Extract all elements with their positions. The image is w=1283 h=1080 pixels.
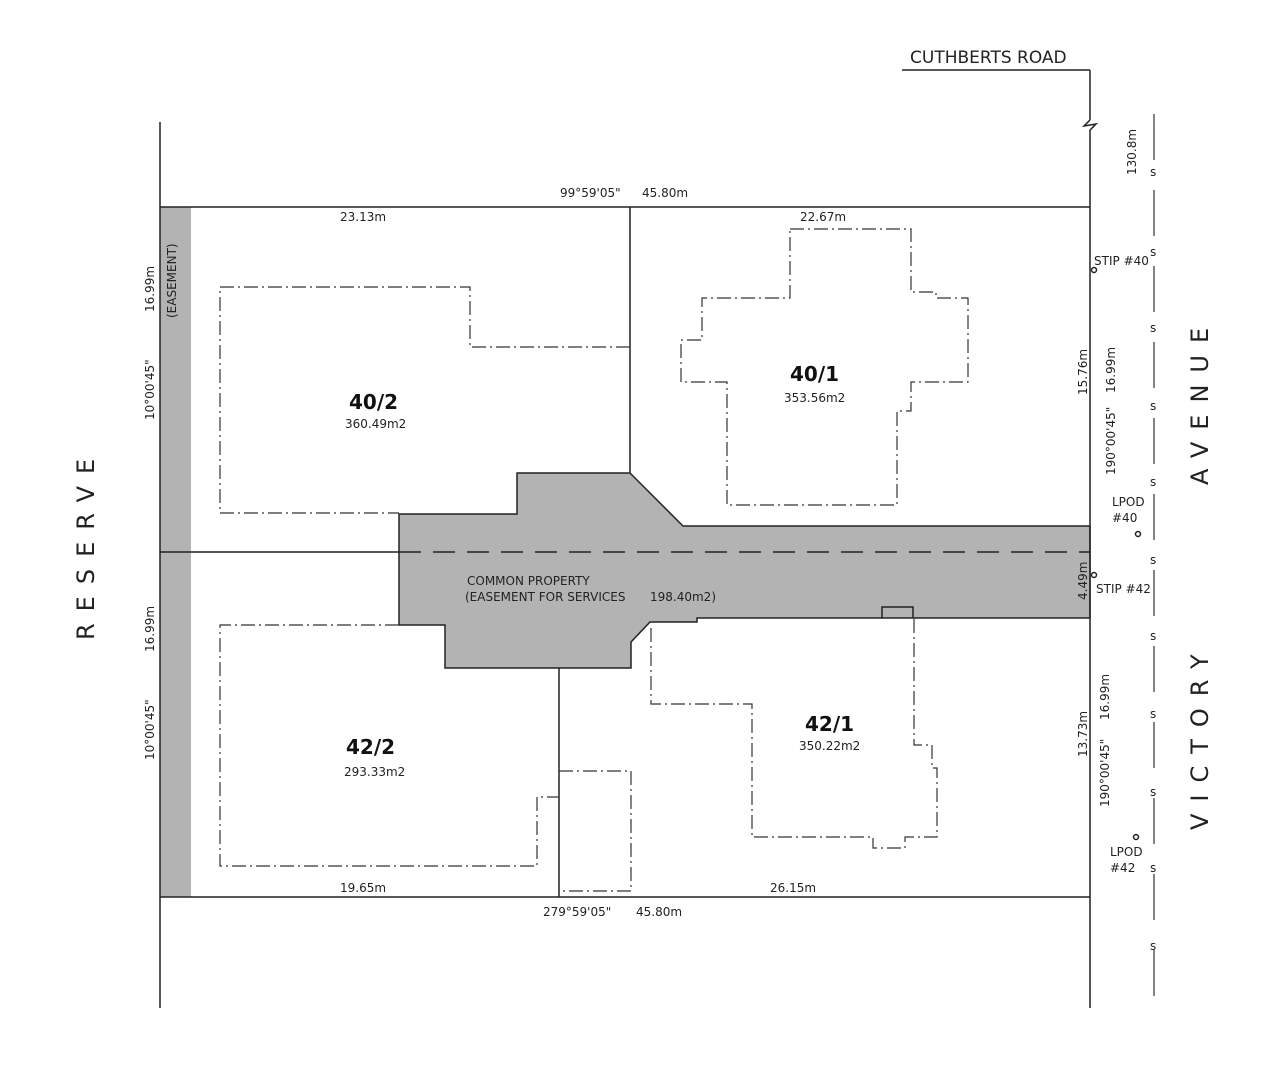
lpod-42-marker <box>1132 833 1140 841</box>
svg-text:190°00'45": 190°00'45" <box>1104 407 1118 475</box>
building-outlines <box>219 228 969 892</box>
lot-40-1-area: 353.56m2 <box>784 391 845 405</box>
lot-40-2-area: 360.49m2 <box>345 417 406 431</box>
svg-text:10°00'45": 10°00'45" <box>143 359 157 420</box>
svg-text:s: s <box>1150 245 1156 259</box>
lot-40-1-id: 40/1 <box>790 362 839 386</box>
lpod-40-number: #40 <box>1112 511 1137 525</box>
svg-text:190°00'45": 190°00'45" <box>1098 739 1112 807</box>
svg-text:s: s <box>1150 861 1156 875</box>
stip-42-label: STIP #42 <box>1096 582 1151 596</box>
lot-42-1-area: 350.22m2 <box>799 739 860 753</box>
street-cuthberts-road: CUTHBERTS ROAD <box>910 48 1067 68</box>
svg-text:4.49m: 4.49m <box>1076 562 1090 600</box>
svg-text:19.65m: 19.65m <box>340 881 386 895</box>
svg-text:13.73m: 13.73m <box>1076 711 1090 757</box>
svg-text:16.99m: 16.99m <box>1098 674 1112 720</box>
lpod-42-number: #42 <box>1110 861 1135 875</box>
lot-40-2-id: 40/2 <box>349 390 398 414</box>
svg-text:16.99m: 16.99m <box>1104 347 1118 393</box>
svg-text:s: s <box>1150 475 1156 489</box>
common-property-title: COMMON PROPERTY <box>467 574 590 588</box>
svg-text:s: s <box>1150 399 1156 413</box>
svg-text:s: s <box>1150 629 1156 643</box>
street-avenue: AVENUE <box>1186 316 1214 485</box>
dimension-labels: 99°59'05" 45.80m 23.13m 22.67m 19.65m 26… <box>143 129 1139 919</box>
sewer-markers: s s s s s s s s s s s <box>1150 165 1156 953</box>
lpod-40-marker <box>1134 530 1142 538</box>
stip-40-marker <box>1090 266 1098 274</box>
common-property-subtitle: (EASEMENT FOR SERVICES <box>465 590 625 604</box>
svg-text:(EASEMENT): (EASEMENT) <box>165 243 179 318</box>
lpod-40-label: LPOD <box>1112 495 1145 509</box>
reserve-label: RESERVE <box>72 447 100 640</box>
svg-text:45.80m: 45.80m <box>642 186 688 200</box>
svg-text:23.13m: 23.13m <box>340 210 386 224</box>
svg-text:22.67m: 22.67m <box>800 210 846 224</box>
svg-text:99°59'05": 99°59'05" <box>560 186 621 200</box>
svg-text:279°59'05": 279°59'05" <box>543 905 611 919</box>
street-victory: VICTORY <box>1186 642 1214 830</box>
svg-text:130.8m: 130.8m <box>1125 129 1139 175</box>
lot-42-2-area: 293.33m2 <box>344 765 405 779</box>
svg-text:16.99m: 16.99m <box>143 266 157 312</box>
common-property-area-label: 198.40m2) <box>650 590 716 604</box>
svg-text:s: s <box>1150 707 1156 721</box>
boundary-lines <box>159 69 1099 1008</box>
svg-text:10°00'45": 10°00'45" <box>143 699 157 760</box>
stip-40-label: STIP #40 <box>1094 254 1149 268</box>
svg-text:26.15m: 26.15m <box>770 881 816 895</box>
svg-text:s: s <box>1150 165 1156 179</box>
lpod-42-label: LPOD <box>1110 845 1143 859</box>
svg-text:16.99m: 16.99m <box>143 606 157 652</box>
svg-text:15.76m: 15.76m <box>1076 349 1090 395</box>
lot-42-1-id: 42/1 <box>805 712 854 736</box>
svg-text:s: s <box>1150 321 1156 335</box>
svg-text:s: s <box>1150 939 1156 953</box>
common-property-area <box>398 472 1091 669</box>
svg-text:45.80m: 45.80m <box>636 905 682 919</box>
svg-text:s: s <box>1150 785 1156 799</box>
stip-42-marker <box>1090 571 1098 579</box>
lot-42-2-id: 42/2 <box>346 735 395 759</box>
svg-text:s: s <box>1150 553 1156 567</box>
common-property-notch <box>881 606 914 618</box>
